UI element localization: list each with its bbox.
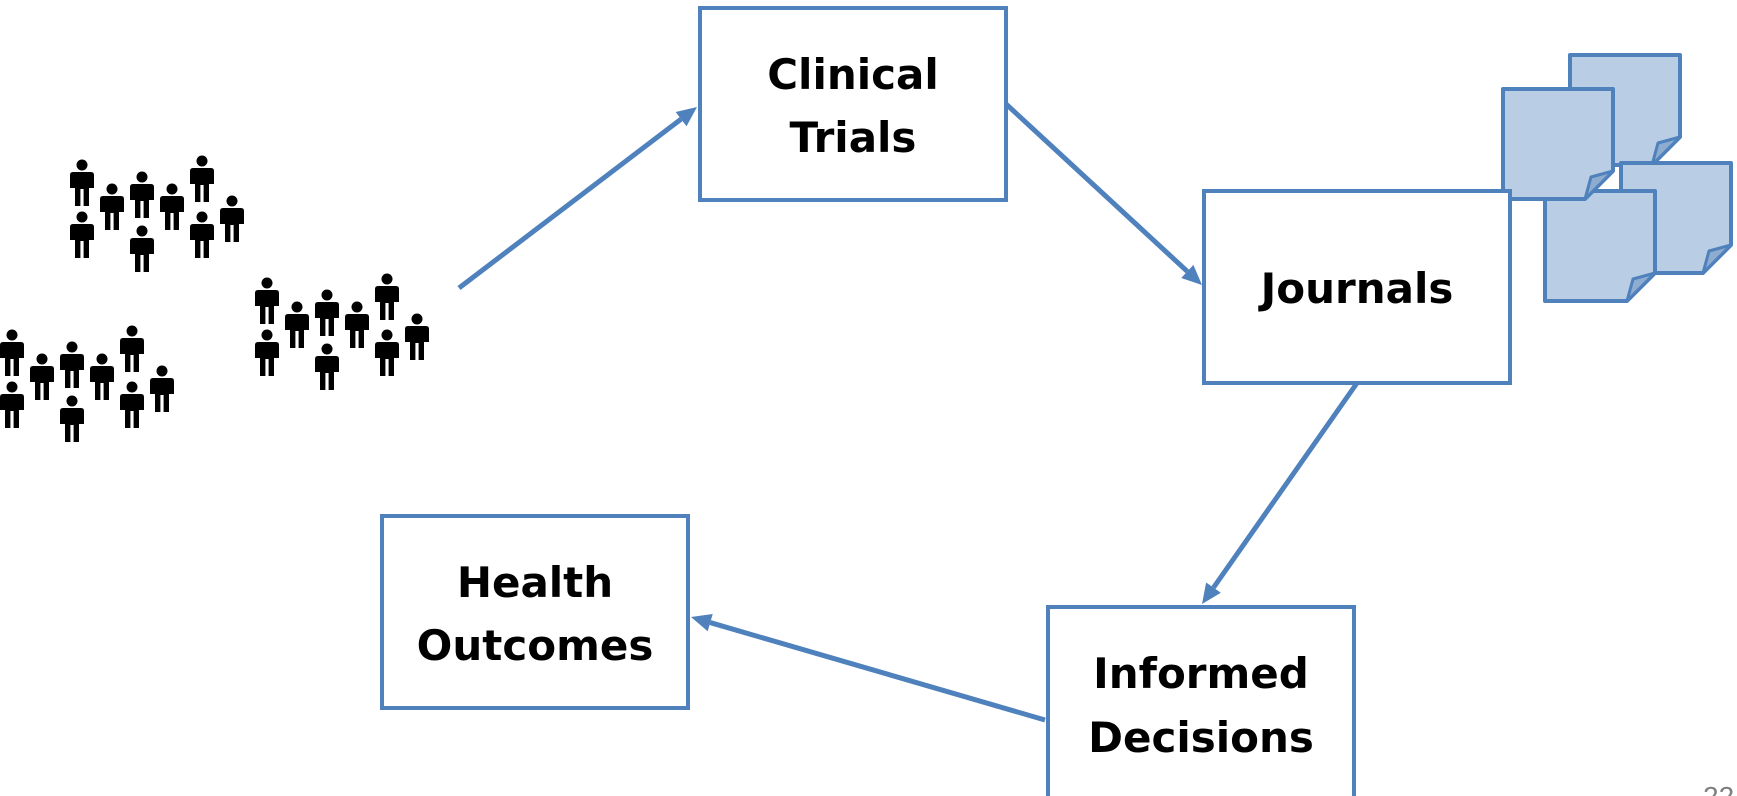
node-clinical-trials-line2: Trials (790, 113, 917, 162)
node-informed-decisions-line1: Informed (1093, 649, 1309, 698)
person-icon (405, 313, 429, 360)
arrow-clinical-trials-to-journals (1004, 102, 1202, 285)
person-icon (190, 211, 214, 258)
node-clinical-trials: Clinical Trials (698, 6, 1008, 202)
node-clinical-trials-line1: Clinical (767, 50, 939, 99)
person-icon (255, 277, 279, 324)
person-icon (375, 329, 399, 376)
person-icon (70, 211, 94, 258)
person-icon (285, 301, 309, 348)
person-icon (30, 353, 54, 400)
node-health-outcomes-line2: Outcomes (417, 621, 654, 670)
person-icon (315, 289, 339, 336)
slide-number: 22 (1703, 781, 1734, 796)
person-icon (60, 341, 84, 388)
node-informed-decisions-line2: Decisions (1088, 713, 1314, 762)
node-informed-decisions: Informed Decisions (1046, 605, 1356, 796)
person-icon (0, 329, 24, 376)
arrow-connectors (457, 102, 1360, 723)
document-stack-icon (1501, 53, 1733, 303)
person-icon (345, 301, 369, 348)
person-group-icon (0, 155, 429, 442)
person-icon (130, 171, 154, 218)
person-icon (130, 225, 154, 272)
node-health-outcomes-line1: Health (457, 558, 613, 607)
document-icon (1501, 87, 1615, 201)
document-icon (1543, 189, 1657, 303)
person-icon (220, 195, 244, 242)
person-icon (0, 381, 24, 428)
node-journals: Journals (1202, 189, 1512, 385)
person-icon (375, 273, 399, 320)
node-health-outcomes: Health Outcomes (380, 514, 690, 710)
arrow-people-to-clinical-trials (457, 107, 697, 290)
person-icon (315, 343, 339, 390)
person-icon (70, 159, 94, 206)
person-icon (160, 183, 184, 230)
person-icon (60, 395, 84, 442)
person-icon (100, 183, 124, 230)
node-journals-label: Journals (1258, 264, 1454, 313)
person-icon (90, 353, 114, 400)
person-icon (120, 325, 144, 372)
person-icon (255, 329, 279, 376)
arrow-journals-to-informed-decisions (1202, 381, 1360, 604)
person-icon (150, 365, 174, 412)
arrow-informed-decisions-to-health-outcomes (691, 613, 1046, 723)
person-icon (190, 155, 214, 202)
person-icon (120, 381, 144, 428)
